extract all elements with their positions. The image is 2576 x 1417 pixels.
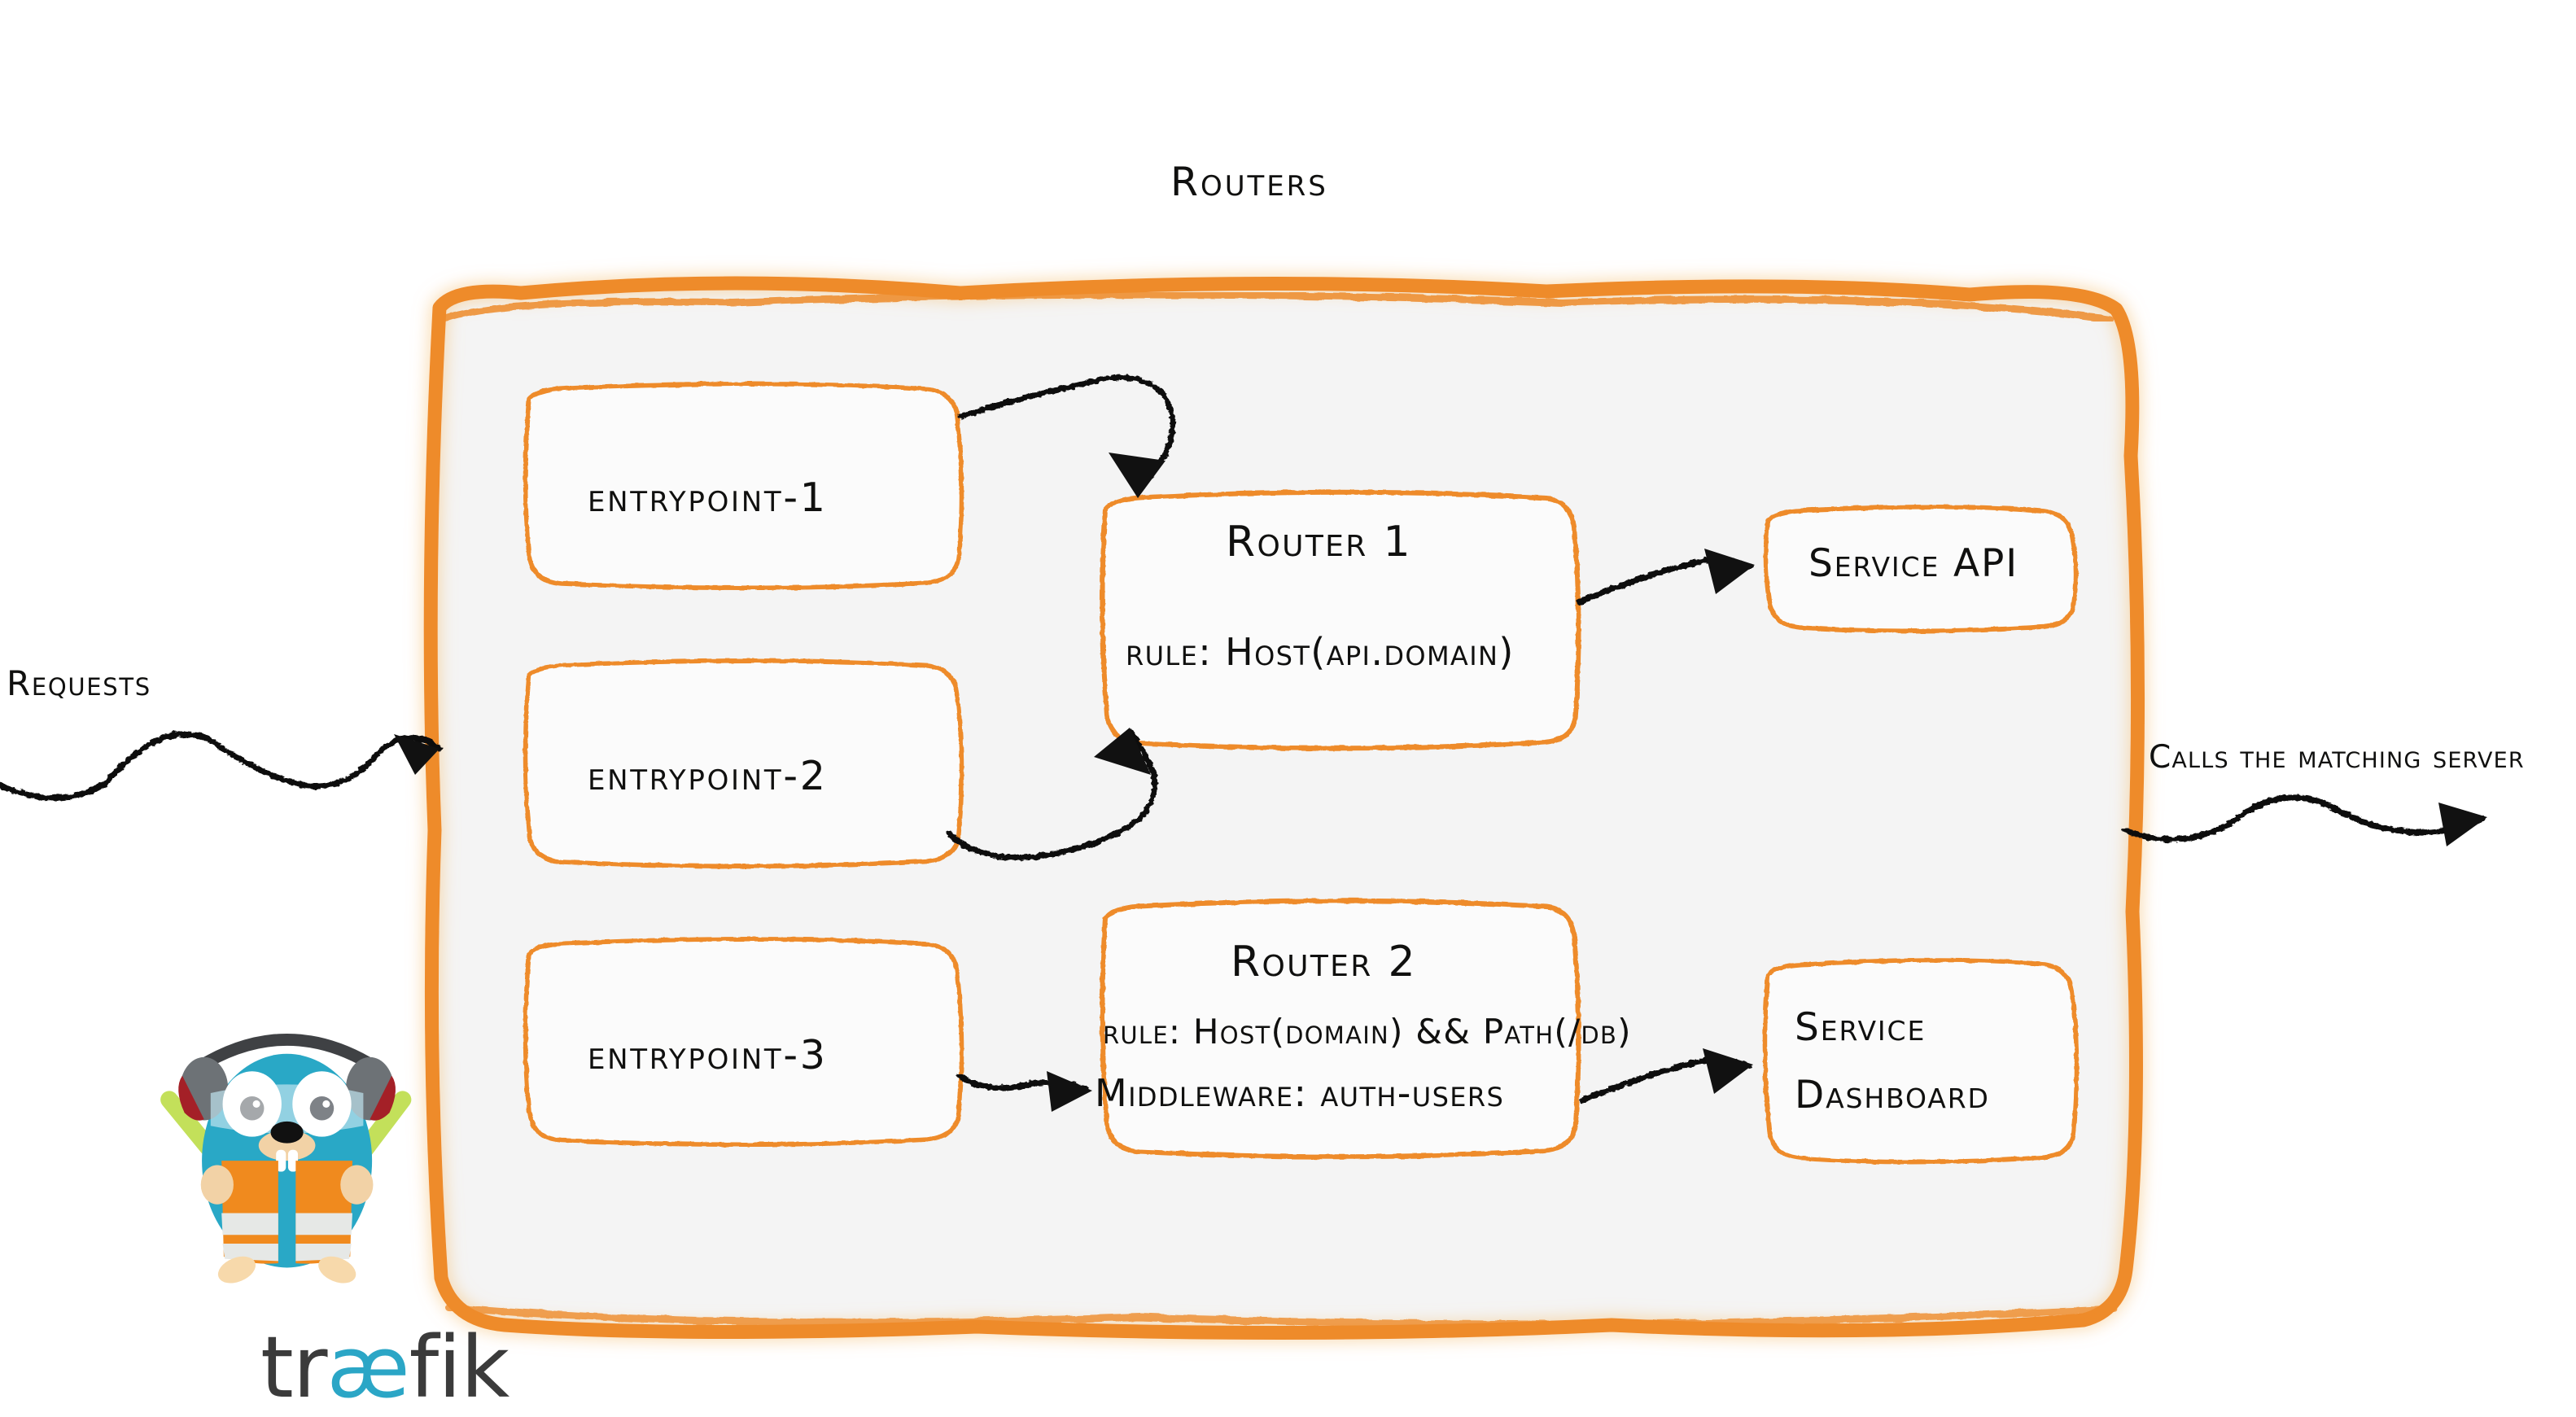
traefik-wordmark: træfik (260, 1325, 510, 1410)
entrypoint-box-3[interactable] (523, 936, 964, 1147)
router-1-rule: rule: Host(api.domain) (1126, 630, 1515, 674)
entrypoint-1-label: entrypoint-1 (588, 475, 828, 521)
entrypoint-box-1[interactable] (523, 381, 964, 590)
service-box-api[interactable] (1763, 505, 2079, 633)
requests-label: Requests (7, 663, 151, 703)
wordmark-ligature: æ (326, 1318, 409, 1417)
router-box-2[interactable] (1100, 898, 1581, 1160)
wordmark-post: fik (409, 1318, 510, 1417)
traefik-gopher-icon (160, 1034, 412, 1284)
entrypoint-2-label: entrypoint-2 (588, 753, 828, 799)
router-1-title: Router 1 (1226, 518, 1412, 566)
router-box-1[interactable] (1100, 489, 1581, 751)
service-api-label: Service API (1808, 541, 2018, 586)
service-dashboard-label-line1: Service (1795, 1005, 1927, 1050)
router-2-title: Router 2 (1231, 938, 1417, 986)
entrypoint-box-2[interactable] (523, 658, 964, 868)
entrypoint-3-label: entrypoint-3 (588, 1032, 828, 1078)
arrowheads (394, 453, 2487, 1112)
service-dashboard-label-line2: Dashboard (1795, 1073, 1990, 1117)
page-title: Routers (1170, 159, 1328, 205)
router-2-middleware: Middleware: auth-users (1095, 1071, 1505, 1115)
service-box-dashboard[interactable] (1762, 957, 2080, 1165)
wordmark-pre: tr (260, 1318, 328, 1417)
calls-the-matching-server-label: Calls the matching server (2149, 739, 2525, 776)
router-2-rule: rule: Host(domain) && Path(/db) (1103, 1012, 1632, 1052)
